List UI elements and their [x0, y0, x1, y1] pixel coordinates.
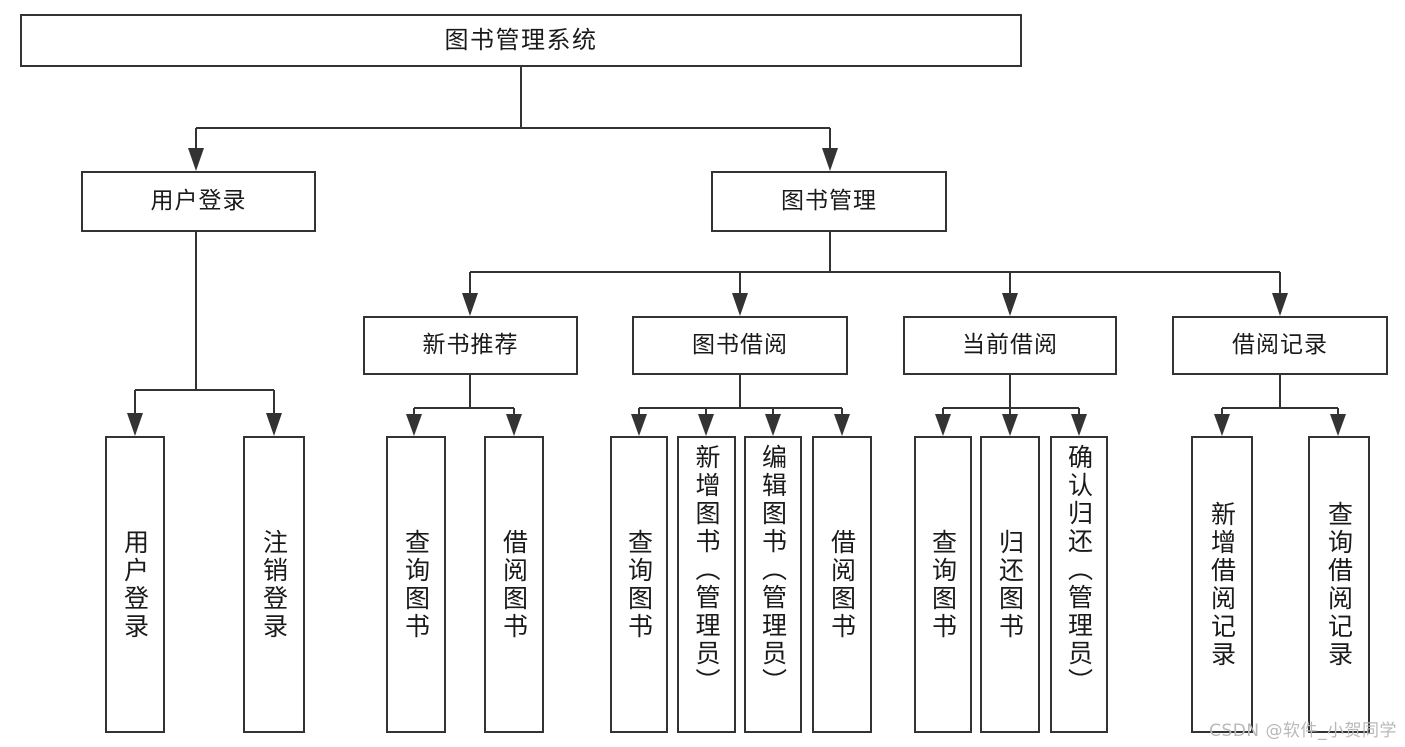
csdn-watermark: CSDN @软件_小贺同学: [1209, 721, 1397, 741]
node-label: 图书管理: [781, 188, 877, 215]
leaf-book-borrow-edit[interactable]: 编辑图书（管理员）: [744, 436, 802, 733]
node-label: 归还图书: [995, 528, 1025, 641]
node-label: 当前借阅: [962, 332, 1058, 359]
node-label: 确认归还（管理员）: [1064, 444, 1094, 696]
node-label: 新增借阅记录: [1207, 500, 1237, 669]
leaf-current-borrow-confirm-return[interactable]: 确认归还（管理员）: [1050, 436, 1108, 733]
node-label: 注销登录: [259, 528, 289, 641]
node-label: 借阅图书: [827, 528, 857, 641]
node-label: 用户登录: [120, 528, 150, 641]
leaf-current-borrow-query[interactable]: 查询图书: [914, 436, 972, 733]
leaf-new-book-query[interactable]: 查询图书: [386, 436, 446, 733]
node-label: 查询借阅记录: [1324, 500, 1354, 669]
node-label: 新增图书（管理员）: [692, 444, 721, 696]
node-book-borrow[interactable]: 图书借阅: [632, 316, 848, 375]
node-borrow-record[interactable]: 借阅记录: [1172, 316, 1388, 375]
node-label: 查询图书: [928, 528, 958, 641]
leaf-borrow-record-query[interactable]: 查询借阅记录: [1308, 436, 1370, 733]
node-label: 图书借阅: [692, 332, 788, 359]
leaf-book-borrow-add[interactable]: 新增图书（管理员）: [677, 436, 736, 733]
node-label: 图书管理系统: [444, 25, 598, 54]
node-label: 查询图书: [401, 528, 431, 641]
leaf-borrow-record-add[interactable]: 新增借阅记录: [1191, 436, 1253, 733]
leaf-new-book-borrow[interactable]: 借阅图书: [484, 436, 544, 733]
node-new-book-recommend[interactable]: 新书推荐: [363, 316, 578, 375]
leaf-user-login-login[interactable]: 用户登录: [105, 436, 165, 733]
node-book-management[interactable]: 图书管理: [711, 171, 947, 232]
leaf-book-borrow-query[interactable]: 查询图书: [610, 436, 668, 733]
node-label: 用户登录: [150, 188, 247, 215]
node-label: 借阅记录: [1232, 332, 1328, 359]
node-label: 新书推荐: [422, 332, 519, 359]
node-label: 查询图书: [624, 528, 654, 641]
node-root-system[interactable]: 图书管理系统: [20, 14, 1022, 67]
leaf-user-login-logout[interactable]: 注销登录: [243, 436, 305, 733]
leaf-current-borrow-return[interactable]: 归还图书: [980, 436, 1040, 733]
node-current-borrow[interactable]: 当前借阅: [903, 316, 1117, 375]
node-label: 编辑图书（管理员）: [758, 444, 788, 696]
node-label: 借阅图书: [499, 528, 529, 641]
node-user-login[interactable]: 用户登录: [81, 171, 316, 232]
leaf-book-borrow-borrow[interactable]: 借阅图书: [812, 436, 872, 733]
